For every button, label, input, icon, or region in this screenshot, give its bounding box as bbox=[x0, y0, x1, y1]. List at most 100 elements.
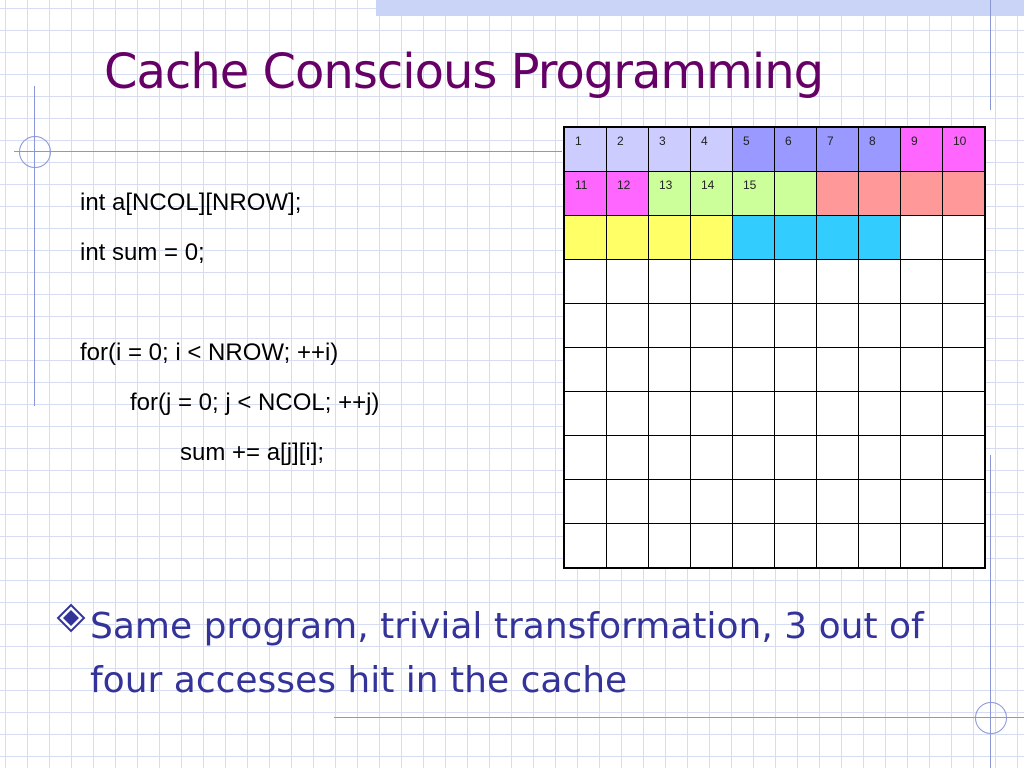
grid-cell bbox=[732, 259, 775, 304]
grid-cell bbox=[900, 215, 943, 260]
grid-cell-label bbox=[943, 216, 984, 222]
grid-cell bbox=[648, 435, 691, 480]
grid-cell bbox=[942, 303, 986, 348]
grid-cell bbox=[774, 171, 817, 216]
grid-cell-label bbox=[901, 260, 942, 266]
grid-cell bbox=[606, 259, 649, 304]
grid-cell-label bbox=[775, 348, 816, 354]
grid-cell-label bbox=[859, 260, 900, 266]
grid-cell bbox=[858, 215, 901, 260]
grid-cell bbox=[858, 303, 901, 348]
grid-cell bbox=[648, 215, 691, 260]
grid-cell-label: 6 bbox=[785, 134, 792, 148]
grid-cell-label bbox=[565, 216, 606, 222]
grid-cell-label bbox=[691, 524, 732, 530]
grid-cell-label bbox=[859, 216, 900, 222]
grid-cell-label bbox=[775, 392, 816, 398]
grid-cell-label: 4 bbox=[701, 134, 708, 148]
code-line-sum-init: int sum = 0; bbox=[80, 239, 205, 266]
grid-cell bbox=[900, 479, 943, 524]
grid-cell-label bbox=[691, 304, 732, 310]
grid-cell bbox=[732, 347, 775, 392]
grid-row bbox=[563, 259, 986, 304]
grid-cell-label bbox=[607, 260, 648, 266]
grid-cell bbox=[900, 435, 943, 480]
code-line-blank bbox=[80, 288, 540, 338]
grid-cell bbox=[900, 303, 943, 348]
grid-cell-label bbox=[901, 436, 942, 442]
code-block: int a[NCOL][NROW]; int sum = 0; for(i = … bbox=[80, 188, 540, 488]
grid-cell bbox=[732, 391, 775, 436]
grid-cell-label bbox=[775, 172, 816, 178]
grid-cell-label bbox=[859, 392, 900, 398]
grid-cell bbox=[648, 391, 691, 436]
grid-cell-label bbox=[901, 480, 942, 486]
grid-cell-label bbox=[943, 392, 984, 398]
grid-cell bbox=[606, 347, 649, 392]
grid-cell-label: 8 bbox=[869, 134, 876, 148]
grid-row bbox=[563, 303, 986, 348]
top-decorative-line bbox=[14, 151, 562, 152]
grid-cell bbox=[606, 435, 649, 480]
grid-cell bbox=[690, 215, 733, 260]
grid-cell-label bbox=[901, 392, 942, 398]
grid-cell-label bbox=[859, 436, 900, 442]
grid-cell-label bbox=[607, 304, 648, 310]
grid-cell-label bbox=[607, 480, 648, 486]
grid-cell-label: 11 bbox=[575, 178, 588, 192]
grid-cell-label: 1 bbox=[575, 134, 582, 148]
grid-cell-label bbox=[649, 260, 690, 266]
grid-cell-label bbox=[649, 304, 690, 310]
grid-cell-label bbox=[649, 480, 690, 486]
grid-cell bbox=[858, 479, 901, 524]
grid-cell bbox=[732, 303, 775, 348]
grid-cell-label bbox=[943, 436, 984, 442]
grid-cell-label bbox=[943, 524, 984, 530]
grid-cell-label bbox=[649, 436, 690, 442]
grid-cell-label: 14 bbox=[701, 178, 715, 192]
grid-cell bbox=[942, 435, 986, 480]
grid-cell-label bbox=[775, 436, 816, 442]
grid-cell-label: 2 bbox=[617, 134, 624, 148]
grid-cell bbox=[648, 479, 691, 524]
grid-cell: 7 bbox=[816, 126, 859, 172]
grid-cell-label: 9 bbox=[911, 134, 918, 148]
code-line-outer-loop: for(i = 0; i < NROW; ++i) bbox=[80, 339, 339, 366]
grid-cell bbox=[563, 435, 607, 480]
right-top-decorative-line bbox=[990, 0, 991, 110]
grid-cell-label bbox=[565, 436, 606, 442]
grid-cell bbox=[774, 259, 817, 304]
grid-cell-label: 13 bbox=[659, 178, 673, 192]
grid-cell bbox=[858, 171, 901, 216]
grid-cell-label bbox=[607, 348, 648, 354]
grid-cell-label: 12 bbox=[617, 178, 631, 192]
grid-cell-label bbox=[901, 172, 942, 178]
grid-cell bbox=[563, 303, 607, 348]
grid-cell: 10 bbox=[942, 126, 986, 172]
grid-cell: 1 bbox=[563, 126, 607, 172]
grid-cell-label bbox=[943, 348, 984, 354]
bullet-text: Same program, trivial transformation, 3 … bbox=[90, 606, 924, 701]
grid-cell: 3 bbox=[648, 126, 691, 172]
grid-cell-label bbox=[565, 392, 606, 398]
grid-cell-label bbox=[733, 524, 774, 530]
grid-cell bbox=[732, 523, 775, 569]
grid-cell bbox=[816, 303, 859, 348]
grid-cell: 15 bbox=[732, 171, 775, 216]
grid-cell-label bbox=[859, 480, 900, 486]
grid-row: 11 12 13 14 15 bbox=[563, 171, 986, 216]
grid-cell bbox=[858, 435, 901, 480]
code-line-inner-loop: for(j = 0; j < NCOL; ++j) bbox=[130, 389, 380, 416]
grid-cell-label bbox=[901, 524, 942, 530]
grid-cell bbox=[732, 479, 775, 524]
right-bottom-decorative-line bbox=[990, 455, 991, 768]
grid-cell bbox=[816, 259, 859, 304]
grid-cell-label bbox=[565, 260, 606, 266]
grid-row bbox=[563, 523, 986, 569]
grid-cell-label bbox=[901, 348, 942, 354]
grid-cell-label bbox=[691, 480, 732, 486]
grid-cell bbox=[816, 435, 859, 480]
slide-title: Cache Conscious Programming bbox=[104, 44, 824, 100]
